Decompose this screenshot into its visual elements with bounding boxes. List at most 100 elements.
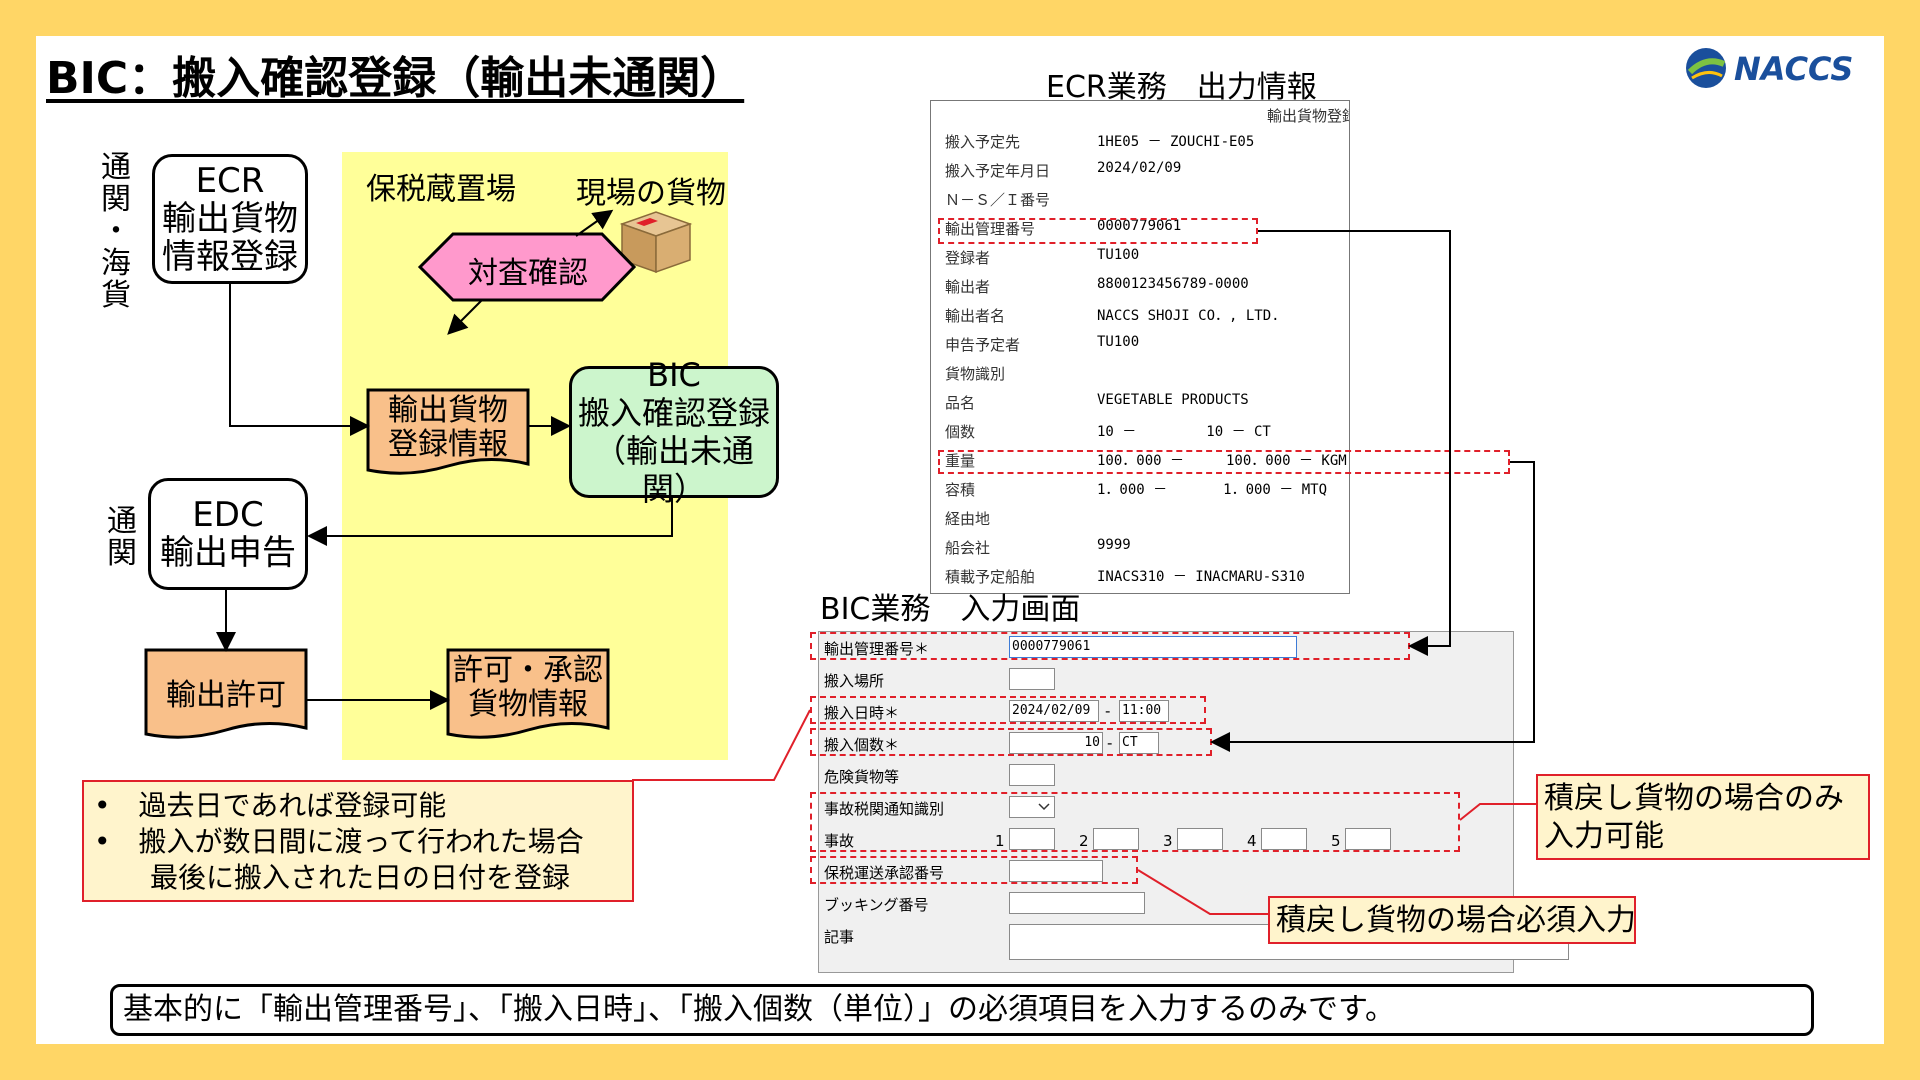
bic-box-line: BIC	[647, 356, 701, 394]
ecr-row-label: 搬入予定先	[945, 133, 1021, 151]
ecr-row-label: 貨物識別	[945, 365, 1006, 383]
permit-text: 輸出許可	[166, 678, 286, 713]
ecr-row-label: 品名	[945, 394, 976, 412]
side-char: 海	[101, 246, 131, 281]
callout-date-note-line: •過去日であれば登録可能	[94, 788, 622, 824]
place-input[interactable]	[1009, 668, 1055, 690]
ecr-row-value: 1HE05 － ZOUCHI-E05	[1097, 134, 1255, 150]
callout-text: 積戻し貨物の場合のみ	[1544, 781, 1844, 816]
ecr-box-line: ECR	[195, 161, 265, 201]
highlight-bic-bonded-no	[810, 856, 1138, 884]
ecr-row-label: 個数	[945, 423, 976, 441]
accident-input-5[interactable]	[1345, 828, 1391, 850]
ecr-row-label: 積載予定船舶	[945, 568, 1036, 586]
count-input[interactable]: 10	[1009, 732, 1103, 754]
ecr-box-line: 輸出貨物	[162, 199, 298, 239]
bonded-no-label: 保税運送承認番号	[824, 864, 945, 882]
check-diamond	[417, 232, 637, 302]
accident-kind-label: 事故税関通知識別	[824, 800, 945, 818]
highlight-ecr-weight	[938, 450, 1510, 474]
flow-diagram	[144, 209, 673, 739]
ecr-row-label: 登録者	[945, 249, 991, 267]
bic-box-line: （輸出未通関）	[593, 432, 754, 508]
danger-input[interactable]	[1009, 764, 1055, 786]
time-input[interactable]: 11:00	[1119, 700, 1169, 722]
export-info-text: 輸出貨物 登録情報	[368, 394, 528, 462]
callout-text: 過去日であれば登録可能	[138, 789, 447, 822]
bonded-no-input[interactable]	[1009, 860, 1103, 882]
ecr-row-label: 船会社	[945, 539, 991, 557]
ecr-row-value: 2024/02/09	[1097, 160, 1182, 176]
datetime-label: 搬入日時＊	[824, 704, 900, 722]
ecr-row-value: NACCS SHOJI CO．, LTD.	[1097, 308, 1280, 324]
accident-number: 3	[1163, 832, 1173, 850]
bonded-area-label: 保税蔵置場	[366, 172, 516, 207]
booking-label: ブッキング番号	[824, 896, 929, 914]
naccs-logo: NACCS	[1684, 46, 1864, 90]
ecr-row-label: 容積	[945, 481, 976, 499]
connector-lines	[632, 230, 1536, 915]
accident-input-4[interactable]	[1261, 828, 1307, 850]
bic-box: BIC 搬入確認登録 （輸出未通関）	[569, 356, 779, 508]
side-label-customs: 通 関	[102, 506, 142, 570]
highlight-bic-datetime	[810, 696, 1206, 724]
ecr-row-label: 輸出者名	[945, 307, 1006, 325]
accident-input-2[interactable]	[1093, 828, 1139, 850]
ecr-row-label: 輸出管理番号	[945, 220, 1036, 238]
callout-reexport-required: 積戻し貨物の場合必須入力	[1268, 896, 1636, 944]
edc-box-line: 輸出申告	[160, 533, 296, 573]
ecr-row-value: INACS310 － INACMARU-S310	[1097, 569, 1305, 585]
bullet: •	[94, 825, 111, 858]
date-input[interactable]: 2024/02/09	[1009, 700, 1099, 722]
ecr-row-value: 100．000 － 100．000 － KGM	[1097, 453, 1347, 469]
bic-box-line: 搬入確認登録	[577, 394, 770, 432]
side-char: 関	[101, 182, 131, 217]
ecr-row-value: 10 － 10 － CT	[1097, 424, 1271, 440]
place-label: 搬入場所	[824, 672, 885, 690]
callout-date-note-line: • 搬入が数日間に渡って行われた場合	[94, 824, 622, 860]
permit-info-line: 許可・承認	[453, 653, 603, 688]
callout-date-note: •過去日であれば登録可能 • 搬入が数日間に渡って行われた場合 最後に搬入された日…	[82, 780, 634, 902]
logo-text: NACCS	[1734, 50, 1854, 88]
permit-info-text: 許可・承認 貨物情報	[448, 654, 608, 722]
callout-text: 搬入が数日間に渡って行われた場合	[138, 825, 584, 858]
mgmt-no-input[interactable]: 0000779061	[1009, 636, 1297, 658]
highlight-ecr-mgmt-no	[938, 218, 1258, 244]
booking-input[interactable]	[1009, 892, 1145, 914]
callout-text: 入力可能	[1544, 819, 1664, 854]
ecr-row-label: 輸出者	[945, 278, 991, 296]
callout-text: 最後に搬入された日の日付を登録	[150, 861, 571, 894]
danger-label: 危険貨物等	[824, 768, 900, 786]
permit-info-line: 貨物情報	[468, 687, 588, 722]
cargo-box-icon	[619, 211, 693, 274]
accident-input-3[interactable]	[1177, 828, 1223, 850]
bic-input-heading: BIC業務 入力画面	[820, 592, 1081, 627]
unit-input[interactable]: CT	[1119, 732, 1159, 754]
count-separator: -	[1107, 734, 1113, 752]
callout-reexport-only: 積戻し貨物の場合のみ 入力可能	[1536, 774, 1870, 860]
edc-box: EDC 輸出申告	[148, 478, 308, 590]
chevron-down-icon	[1038, 803, 1050, 811]
ecr-row-label: 搬入予定年月日	[945, 162, 1051, 180]
edc-box-line: EDC	[192, 495, 264, 535]
callout-date-note-line: 最後に搬入された日の日付を登録	[94, 860, 622, 896]
datetime-separator: -	[1105, 702, 1111, 720]
highlight-bic-accident	[810, 792, 1460, 852]
ecr-row-value: 0000779061	[1097, 218, 1182, 234]
globe-icon	[1686, 48, 1726, 88]
export-info-line: 登録情報	[388, 427, 508, 462]
page-title: BIC：搬入確認登録（輸出未通関）	[46, 53, 745, 104]
accident-input-1[interactable]	[1009, 828, 1055, 850]
ecr-row-value: 9999	[1097, 537, 1131, 553]
side-char: 貨	[101, 278, 131, 313]
ecr-row-value: 8800123456789-0000	[1097, 276, 1249, 292]
ecr-row-value: TU100	[1097, 247, 1140, 263]
accident-label: 事故	[824, 832, 855, 850]
side-char: 通	[101, 150, 131, 185]
accident-number: 2	[1079, 832, 1089, 850]
accident-kind-select[interactable]	[1009, 796, 1055, 818]
side-label-customs-forwarder: 通 関 ・ 海 貨	[96, 152, 136, 312]
ecr-box-line: 情報登録	[162, 237, 298, 277]
